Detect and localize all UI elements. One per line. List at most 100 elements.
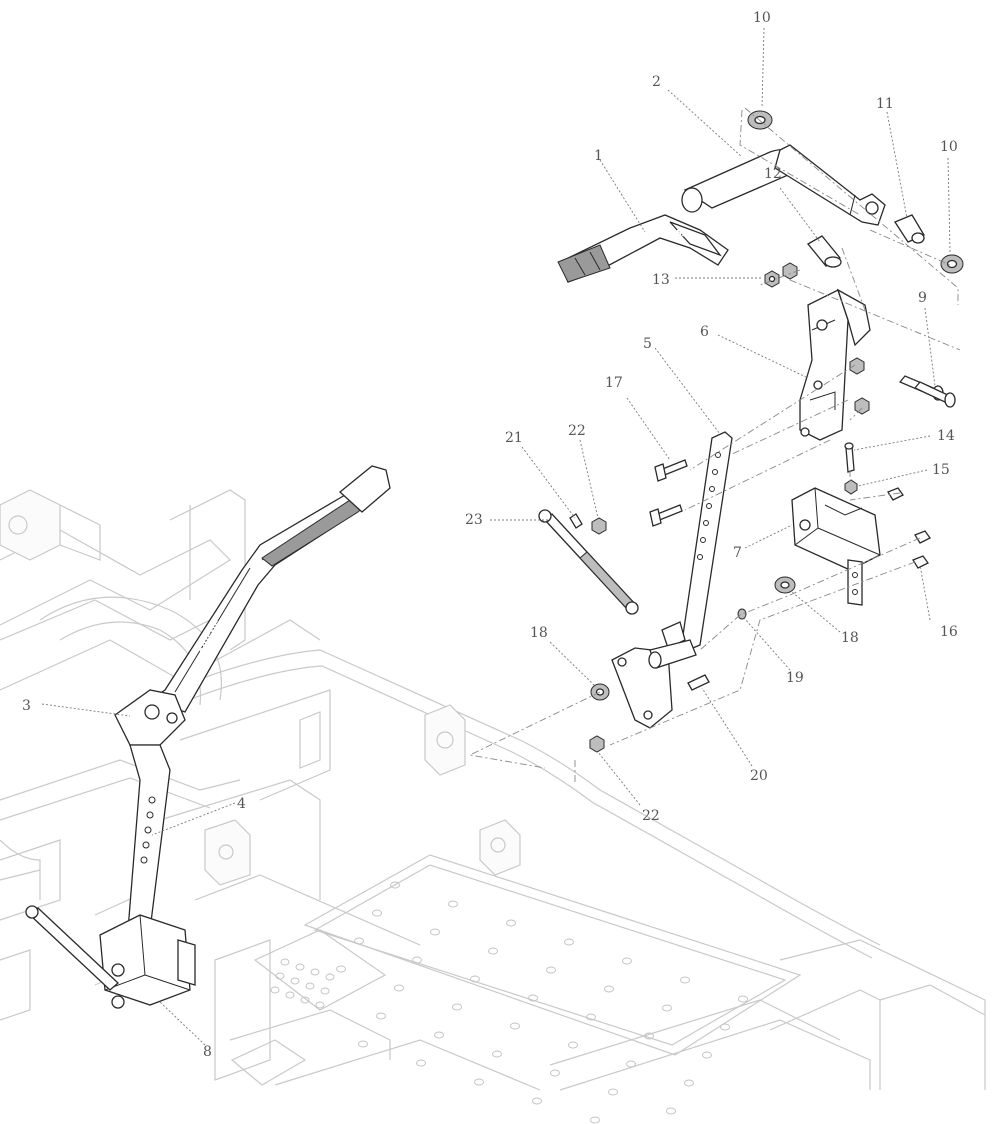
perforation-hole — [684, 1079, 694, 1087]
floor-pan-holes — [270, 881, 748, 1124]
assembled-drive-lever: ARIENS — [25, 465, 391, 1009]
footrest-hole — [300, 996, 310, 1004]
perforation-hole — [372, 909, 382, 917]
perforation-hole — [452, 1003, 462, 1011]
callout-23: 23 — [465, 512, 483, 528]
perforation-hole — [448, 900, 458, 908]
perforation-hole — [626, 1060, 636, 1068]
callout-18b: 18 — [841, 630, 859, 646]
perforation-hole — [568, 1041, 578, 1049]
callout-16: 16 — [940, 624, 958, 640]
footrest-hole — [325, 973, 335, 981]
perforation-hole — [702, 1051, 712, 1059]
perforation-hole — [376, 1012, 386, 1020]
part-12-bushing — [807, 235, 842, 268]
callout-15: 15 — [932, 462, 950, 478]
callout-4: 4 — [237, 796, 246, 812]
perforation-hole — [586, 1013, 596, 1021]
callout-13: 13 — [652, 272, 670, 288]
perforation-hole — [528, 994, 538, 1002]
perforation-hole — [550, 1069, 560, 1077]
part-16-screws — [887, 487, 931, 569]
perforation-hole — [590, 1116, 600, 1124]
callout-1: 1 — [594, 148, 603, 164]
part-1-handle-grip: ARIENS — [557, 214, 729, 283]
perforation-hole — [738, 995, 748, 1003]
callout-6: 6 — [700, 324, 709, 340]
footrest-hole — [315, 1001, 325, 1009]
footrest-hole — [305, 982, 315, 990]
callout-18a: 18 — [530, 625, 548, 641]
callout-5: 5 — [643, 336, 652, 352]
footrest-hole — [290, 977, 300, 985]
perforation-hole — [412, 956, 422, 964]
part-6-mounting-bracket — [799, 288, 871, 441]
mower-frame-background — [0, 489, 986, 1091]
callout-leaders — [41, 27, 951, 1046]
perforation-hole — [430, 928, 440, 936]
part-18-19-washers — [737, 576, 796, 620]
perforation-hole — [564, 938, 574, 946]
part-11-spacer — [894, 214, 925, 244]
perforation-hole — [488, 947, 498, 955]
part-14-15-fasteners — [844, 442, 858, 495]
perforation-hole — [680, 976, 690, 984]
perforation-hole — [354, 937, 364, 945]
perforation-hole — [644, 1032, 654, 1040]
part-13-nuts — [764, 262, 798, 288]
footrest-hole — [275, 972, 285, 980]
perforation-hole — [358, 1040, 368, 1048]
perforation-hole — [434, 1031, 444, 1039]
callout-2: 2 — [652, 74, 661, 90]
footrest-hole — [320, 987, 330, 995]
callout-9: 9 — [918, 290, 927, 306]
callout-22a: 22 — [568, 423, 586, 439]
perforation-hole — [720, 1023, 730, 1031]
part-23-gas-spring — [538, 509, 639, 615]
perforation-hole — [662, 1004, 672, 1012]
perforation-hole — [390, 881, 400, 889]
callout-10b: 10 — [940, 139, 958, 155]
perforation-hole — [474, 1078, 484, 1086]
callout-20: 20 — [750, 768, 768, 784]
callout-12: 12 — [764, 166, 782, 182]
perforation-hole — [546, 966, 556, 974]
part-2-handle-tube — [681, 144, 886, 226]
perforation-hole — [506, 919, 516, 927]
callout-3: 3 — [22, 698, 31, 714]
callout-11: 11 — [876, 96, 894, 112]
perforation-hole — [604, 985, 614, 993]
perforation-hole — [492, 1050, 502, 1058]
callout-19: 19 — [786, 670, 804, 686]
footrest-hole — [285, 991, 295, 999]
perforation-hole — [608, 1088, 618, 1096]
footrest-hole — [295, 963, 305, 971]
perforation-hole — [510, 1022, 520, 1030]
footrest-hole — [310, 968, 320, 976]
perforation-hole — [394, 984, 404, 992]
callout-22b: 22 — [642, 808, 660, 824]
callout-21: 21 — [505, 430, 523, 446]
callout-7: 7 — [733, 545, 742, 561]
callout-14: 14 — [937, 428, 955, 444]
perforation-hole — [532, 1097, 542, 1105]
part-9-bolts — [898, 375, 956, 408]
footrest-hole — [280, 958, 290, 966]
perforation-hole — [470, 975, 480, 983]
assembly-centerlines — [468, 107, 961, 785]
perforation-hole — [622, 957, 632, 965]
callout-numbers: 1 2 3 4 5 6 7 8 9 10 10 11 12 13 14 15 1… — [22, 10, 958, 1060]
perforation-hole — [336, 965, 346, 973]
part-10-washers — [747, 110, 964, 274]
pivot-bracket-assembly — [589, 639, 710, 753]
callout-17: 17 — [605, 375, 623, 391]
footrest-hole — [270, 986, 280, 994]
callout-8: 8 — [203, 1044, 212, 1060]
callout-10a: 10 — [753, 10, 771, 26]
part-17-bolts — [649, 459, 688, 527]
perforation-hole — [416, 1059, 426, 1067]
perforation-hole — [666, 1107, 676, 1115]
part-7-housing — [791, 487, 881, 606]
